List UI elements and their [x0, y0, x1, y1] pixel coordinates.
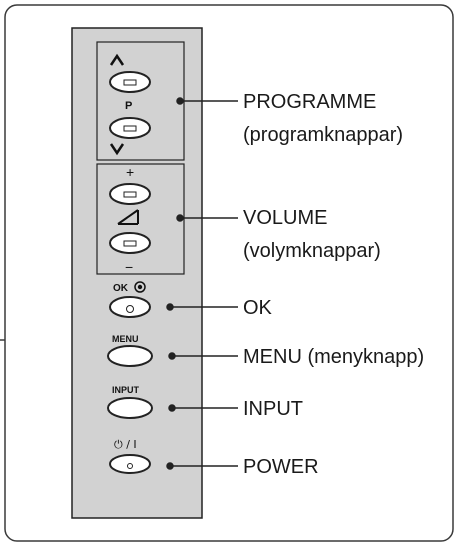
ok-button-label: OK — [113, 283, 129, 294]
programme-down-button[interactable] — [109, 117, 151, 139]
volume-wedge-icon — [117, 209, 139, 225]
input-button-label: INPUT — [112, 385, 140, 395]
programme-p-label: P — [125, 100, 132, 112]
programme-callout: PROGRAMME — [243, 91, 377, 113]
programme-down-arrow-icon — [109, 143, 125, 156]
volume-up-button[interactable] — [109, 183, 151, 205]
input-leader-line — [168, 404, 238, 412]
power-button[interactable] — [109, 454, 151, 474]
programme-group-box — [96, 41, 185, 161]
volume-group-box — [96, 163, 185, 275]
ok-dot-icon — [134, 281, 146, 293]
ok-leader-line — [166, 303, 238, 311]
input-callout: INPUT — [243, 398, 303, 420]
volume-minus-icon: − — [125, 259, 133, 275]
volume-down-button[interactable] — [109, 232, 151, 254]
ok-button[interactable] — [109, 296, 151, 318]
power-callout: POWER — [243, 456, 319, 478]
power-symbol-label: ⏻ / I — [114, 438, 137, 451]
menu-leader-line — [168, 352, 238, 360]
volume-leader-line — [176, 214, 238, 222]
programme-leader-line — [176, 97, 238, 105]
programme-up-button[interactable] — [109, 71, 151, 93]
volume-plus-icon: + — [126, 164, 134, 180]
menu-callout: MENU (menyknapp) — [243, 346, 425, 368]
volume-callout-sub: (volymknappar) — [243, 240, 381, 262]
power-leader-line — [166, 462, 238, 470]
menu-button-label: MENU — [112, 334, 139, 344]
programme-up-arrow-icon — [109, 53, 125, 66]
programme-callout-sub: (programknappar) — [243, 124, 404, 146]
input-button[interactable] — [107, 397, 153, 419]
menu-button[interactable] — [107, 345, 153, 367]
ok-callout: OK — [243, 297, 272, 319]
volume-callout: VOLUME — [243, 207, 328, 229]
